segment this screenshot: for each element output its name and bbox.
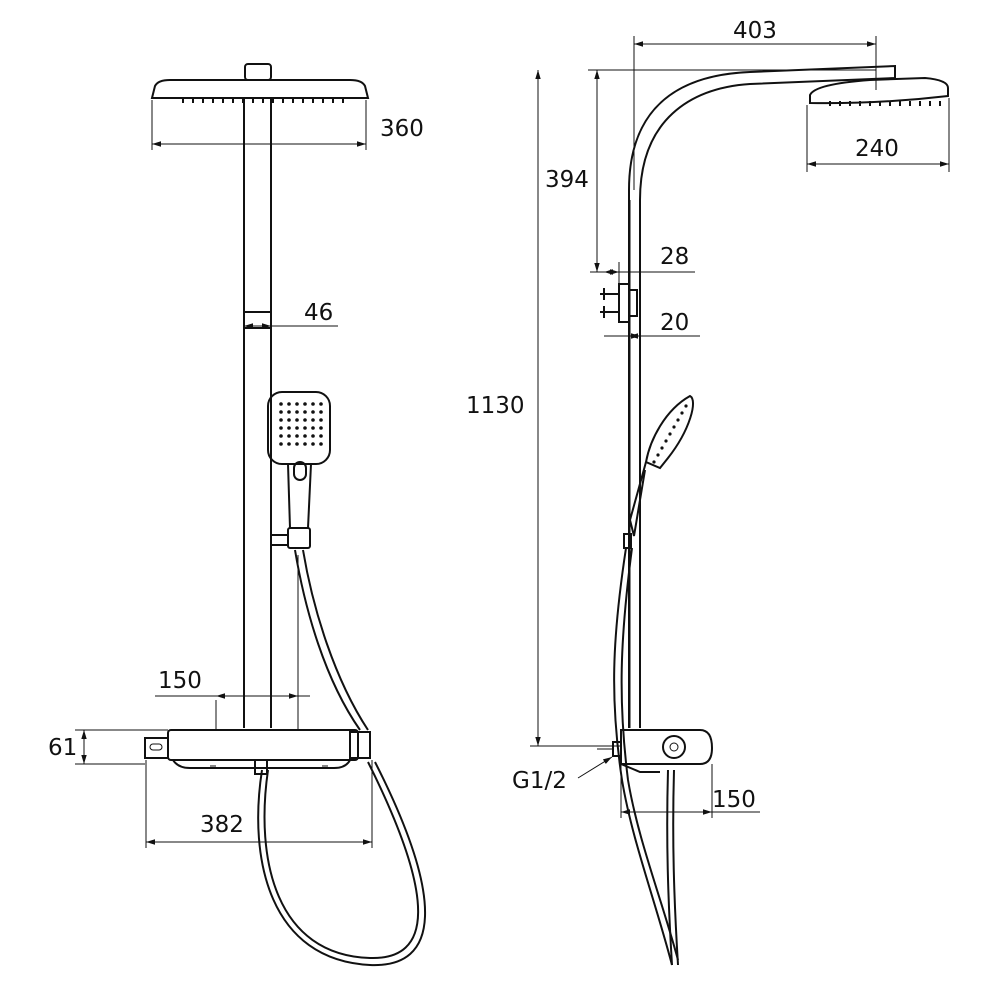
hand-nozzle [279, 426, 283, 430]
dim-arm-projection: 403 [633, 18, 877, 190]
side-hand-nozzle [660, 446, 664, 450]
hand-nozzle [295, 426, 299, 430]
side-hand-shower [623, 394, 694, 549]
hand-nozzle [311, 402, 315, 406]
front-view: 360 46 150 61 382 [48, 63, 426, 967]
dim-label-382: 382 [200, 812, 244, 838]
side-view: 403 240 394 28 20 1130 [466, 18, 950, 966]
hand-nozzle [287, 442, 291, 446]
side-hose [613, 547, 679, 966]
hand-nozzle [287, 402, 291, 406]
dim-label-240: 240 [855, 136, 899, 162]
hand-nozzle [287, 426, 291, 430]
dim-mixer-depth: 150 [620, 764, 760, 818]
hand-nozzle [279, 418, 283, 422]
hand-nozzle [311, 418, 315, 422]
dim-showerhead-width: 360 [151, 100, 424, 150]
side-hand-nozzle [652, 460, 656, 464]
side-hand-nozzle [676, 418, 680, 422]
dim-mixer-height: 61 [48, 729, 168, 765]
dim-handshower-offset: 150 [155, 555, 310, 730]
dim-label-20: 20 [660, 310, 689, 336]
hand-shower [267, 391, 331, 549]
hand-nozzle [311, 434, 315, 438]
hand-nozzle [319, 426, 323, 430]
dim-label-150-front: 150 [158, 668, 202, 694]
dim-label-394: 394 [545, 167, 589, 193]
hand-nozzle [295, 442, 299, 446]
dim-label-28: 28 [660, 244, 689, 270]
hand-nozzle [303, 418, 307, 422]
hand-nozzle [295, 402, 299, 406]
hand-nozzle [295, 418, 299, 422]
hand-nozzle [319, 402, 323, 406]
side-shower-head [809, 72, 949, 106]
hand-nozzle [311, 410, 315, 414]
dim-label-g12: G1/2 [512, 768, 567, 794]
hand-shower-nozzles [279, 402, 323, 446]
curved-shower-arm [628, 64, 896, 728]
riser-pipe [243, 98, 272, 728]
hand-nozzle [287, 410, 291, 414]
shower-hose [257, 549, 426, 967]
hand-nozzle [303, 434, 307, 438]
dim-label-150-side: 150 [712, 787, 756, 813]
hand-nozzle [303, 426, 307, 430]
side-hand-nozzle [680, 411, 684, 415]
hand-nozzle [319, 418, 323, 422]
hand-nozzle [279, 410, 283, 414]
nozzle-row [182, 97, 344, 103]
hand-nozzle [279, 434, 283, 438]
dim-riser-diameter: 46 [244, 300, 338, 329]
overhead-shower-head [150, 63, 370, 103]
hand-nozzle [295, 410, 299, 414]
dim-label-403: 403 [733, 18, 777, 44]
side-hand-nozzle [656, 453, 660, 457]
side-hand-nozzle [672, 425, 676, 429]
dim-inlet-thread: G1/2 [512, 756, 613, 794]
dim-total-height: 1130 [466, 70, 621, 747]
dim-label-61: 61 [48, 735, 77, 761]
dim-label-360: 360 [380, 116, 424, 142]
side-hand-nozzle [664, 439, 668, 443]
hand-nozzle [303, 410, 307, 414]
dim-bracket-depth: 28 [590, 244, 695, 284]
hand-nozzle [319, 410, 323, 414]
dim-showerhead-depth: 240 [806, 98, 950, 172]
hand-nozzle [287, 434, 291, 438]
hand-nozzle [311, 426, 315, 430]
dim-arm-height: 394 [545, 69, 876, 272]
dim-label-1130: 1130 [466, 393, 525, 419]
dim-mixer-width: 382 [145, 760, 373, 848]
dim-label-46: 46 [304, 300, 333, 326]
side-hand-nozzle [668, 432, 672, 436]
hand-nozzle [319, 434, 323, 438]
side-mixer-body [597, 729, 714, 773]
hand-nozzle [303, 442, 307, 446]
hand-nozzle [279, 402, 283, 406]
hand-nozzle [295, 434, 299, 438]
side-nozzle-row [829, 101, 941, 106]
hand-nozzle [311, 442, 315, 446]
dim-bracket-height: 20 [604, 310, 700, 340]
hand-nozzle [319, 442, 323, 446]
side-hand-nozzles [652, 404, 688, 464]
side-hand-nozzle [684, 404, 688, 408]
wall-bracket [600, 283, 638, 323]
hand-nozzle [287, 418, 291, 422]
hand-nozzle [303, 402, 307, 406]
thermostatic-mixer-body [144, 729, 371, 775]
hand-nozzle [279, 442, 283, 446]
